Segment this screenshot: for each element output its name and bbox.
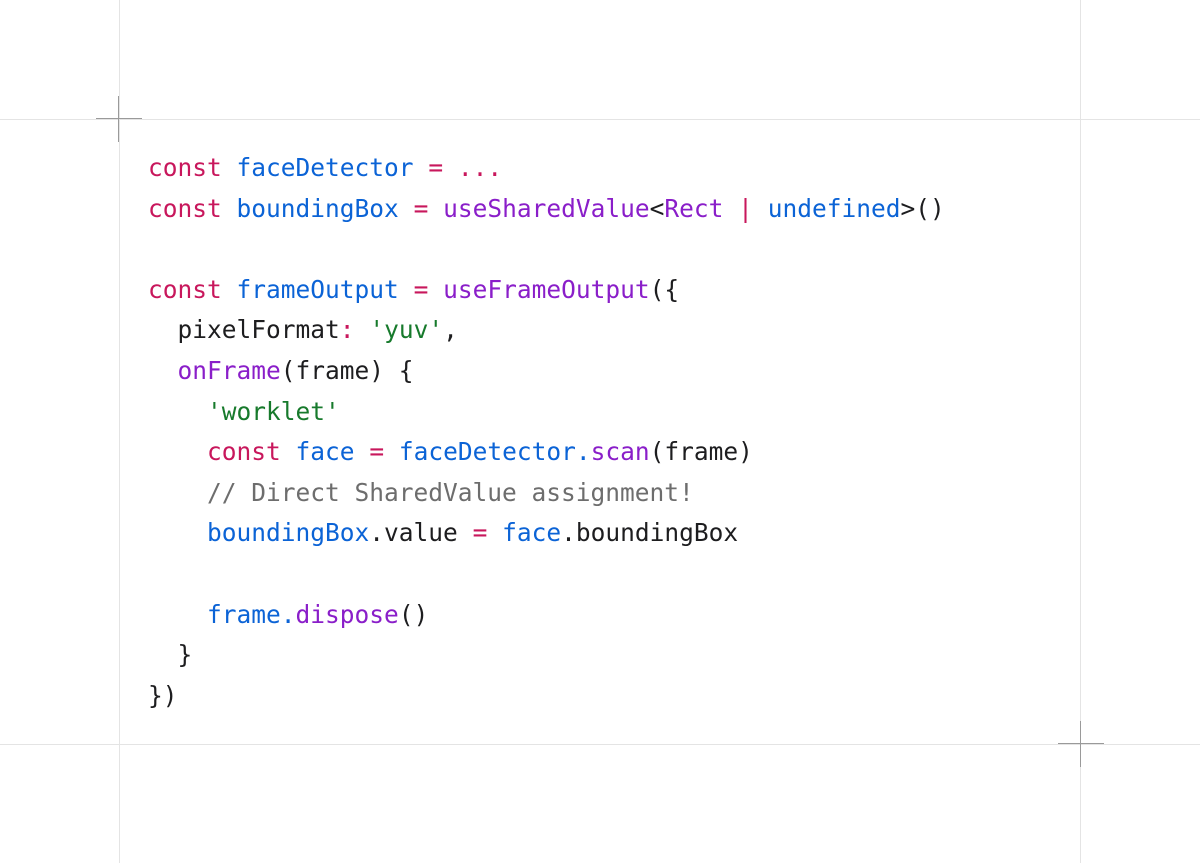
identifier: boundingBox [236,193,399,223]
punctuation: < [649,193,665,223]
operator: = [413,193,429,223]
operator: = [413,274,429,304]
operator: = [472,518,488,548]
punctuation: > [900,193,916,223]
comment: // Direct SharedValue assignment! [207,477,694,507]
code-line-14: }) [148,676,945,717]
identifier: face [295,437,355,467]
code-line-3 [148,229,945,270]
operator: = [428,153,444,182]
identifier: faceDetector [236,153,414,182]
object-name: faceDetector [398,437,576,467]
punctuation: }) [148,680,178,710]
punctuation: } [177,640,193,670]
code-line-7: 'worklet' [148,392,945,433]
dot: . [280,599,296,629]
property: .boundingBox [561,518,739,548]
function-name: useFrameOutput [443,274,650,304]
method-name: dispose [295,599,399,629]
code-line-8: const face = faceDetector.scan(frame) [148,432,945,473]
keyword: const [207,437,281,467]
keyword: const [148,153,222,182]
guide-line-bottom [0,744,1200,745]
property: .value [369,518,458,548]
code-line-5: pixelFormat: 'yuv', [148,310,945,351]
punctuation: () [398,599,429,629]
method-name: scan [590,437,650,467]
identifier: frameOutput [236,274,399,304]
punctuation: () [915,193,945,223]
function-name: onFrame [177,355,281,385]
operator: = [369,437,385,467]
code-line-10: boundingBox.value = face.boundingBox [148,513,945,554]
keyword: const [148,193,222,223]
code-line-13: } [148,635,945,676]
code-line-11 [148,554,945,595]
code-block: const faceDetector = ...const boundingBo… [148,148,945,716]
code-line-4: const frameOutput = useFrameOutput({ [148,270,945,311]
punctuation: (frame) [649,437,753,467]
code-line-6: onFrame(frame) { [148,351,945,392]
code-line-1: const faceDetector = ... [148,148,945,189]
code-line-9: // Direct SharedValue assignment! [148,473,945,514]
function-name: useSharedValue [443,193,650,223]
punctuation: , [443,315,458,345]
keyword: const [148,274,222,304]
string-literal: 'worklet' [207,396,340,426]
crosshair-bottom-right-icon [1058,721,1104,767]
object-name: frame [207,599,281,629]
punctuation: ({ [649,274,680,304]
guide-line-top [0,119,1200,120]
union-operator: | [738,193,753,223]
punctuation: (frame) { [280,355,414,385]
object-name: face [502,518,562,548]
dot: . [575,437,591,467]
code-line-2: const boundingBox = useSharedValue<Rect … [148,189,945,230]
property-key: pixelFormat [177,315,340,345]
object-name: boundingBox [207,518,370,548]
colon: : [339,315,355,345]
code-line-12: frame.dispose() [148,595,945,636]
ellipsis: ... [457,153,503,182]
guide-line-left [119,0,120,863]
guide-line-right [1080,0,1081,863]
type-undefined: undefined [767,193,901,223]
type-name: Rect [664,193,724,223]
crosshair-top-left-icon [96,96,142,142]
string-literal: 'yuv' [369,315,444,345]
